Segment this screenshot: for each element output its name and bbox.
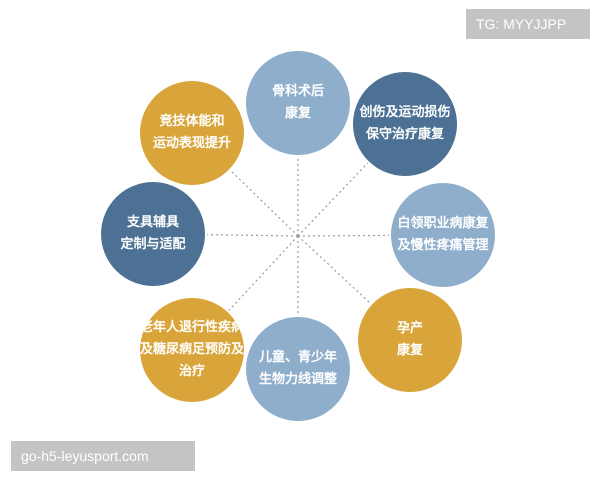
watermark-top-right: TG: MYYJJPP (466, 9, 590, 39)
node-label-line: 老年人退行性疾病 (140, 320, 245, 335)
node-label-line: 儿童、青少年 (258, 350, 337, 365)
connector-line-pregnancy (297, 235, 371, 304)
node-label-line: 及慢性疼痛管理 (397, 238, 489, 253)
node-label-line: 运动表现提升 (152, 136, 231, 151)
node-label-line: 康复 (396, 343, 423, 358)
node-label-line: 支具辅具 (126, 215, 179, 230)
node-pregnancy: 孕产 康复 (358, 288, 462, 392)
node-label-line: 白领职业病康复 (397, 216, 489, 231)
node-label-line: 及糖尿病足预防及 (140, 342, 245, 357)
node-label-line: 保守治疗康复 (365, 127, 444, 142)
watermark-bottom-left: go-h5-leyusport.com (11, 441, 195, 471)
node-orthotics-customization: 支具辅具 定制与适配 (101, 182, 205, 286)
node-label-line: 定制与适配 (120, 237, 186, 252)
connector-line-trauma-sports-injury (297, 162, 369, 237)
node-occupational-chronic-pain: 白领职业病康复 及慢性疼痛管理 (391, 183, 495, 287)
connector-line-elderly-degenerative-diabetic-foot (228, 235, 299, 311)
connector-line-occupational-chronic-pain (297, 234, 390, 237)
node-label-line: 生物力线调整 (258, 372, 337, 387)
node-elderly-degenerative-diabetic-foot: 老年人退行性疾病 及糖尿病足预防及 治疗 (140, 298, 244, 402)
node-youth-biomechanics: 儿童、青少年 生物力线调整 (246, 317, 350, 421)
node-label-line: 骨科术后 (271, 84, 324, 99)
node-label-line: 创伤及运动损伤 (359, 105, 451, 120)
connector-line-athletic-performance (230, 170, 299, 237)
node-athletic-performance: 竞技体能和 运动表现提升 (140, 81, 244, 185)
connector-line-orthotics-customization (206, 234, 299, 237)
node-orthopedic-post-surgery: 骨科术后 康复 (246, 51, 350, 155)
node-label-line: 竞技体能和 (159, 114, 225, 129)
node-label-line: 孕产 (396, 321, 423, 336)
node-label-line: 治疗 (178, 364, 205, 379)
node-label-line: 康复 (284, 106, 311, 121)
node-trauma-sports-injury: 创伤及运动损伤 保守治疗康复 (353, 72, 457, 176)
